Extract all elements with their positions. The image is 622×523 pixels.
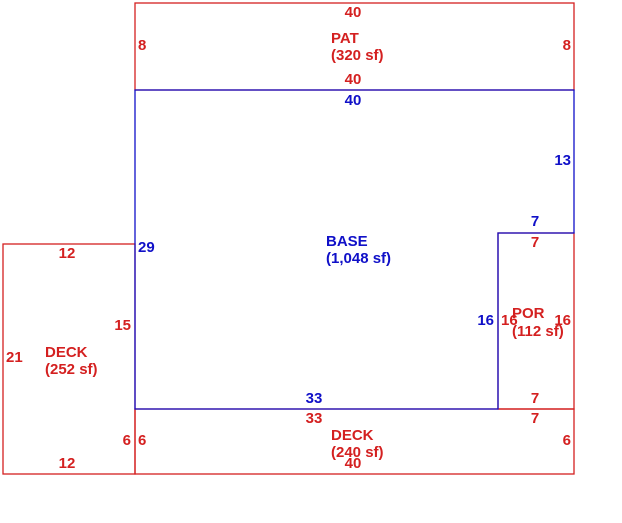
base-right-dimension: 13 <box>554 152 571 169</box>
deck-left-right-upper-dimension: 15 <box>114 317 131 334</box>
area-labels: PAT (320 sf) BASE (1,048 sf) POR (112 sf… <box>45 30 564 461</box>
deck-left-bottom-dimension: 12 <box>59 455 76 472</box>
deck-bottom-bottom-dimension: 40 <box>345 455 362 472</box>
dimension-labels: 40 8 8 40 40 13 7 29 16 33 7 16 16 7 12 … <box>6 4 571 472</box>
deck-left-right-lower-dimension: 6 <box>123 432 131 449</box>
por-right-dimension: 16 <box>554 312 571 329</box>
pat-bottom-dimension: 40 <box>345 71 362 88</box>
por-left-dimension: 16 <box>501 312 518 329</box>
deck-bottom-top-dimension: 33 <box>306 410 323 427</box>
deck-bottom-name: DECK <box>331 427 374 444</box>
por-bottom-dimension: 7 <box>531 390 539 407</box>
base-left-dimension: 29 <box>138 239 155 256</box>
pat-left-dimension: 8 <box>138 37 146 54</box>
base-step-top-dimension: 7 <box>531 213 539 230</box>
base-name: BASE <box>326 233 368 250</box>
deck-left-side-dimension: 21 <box>6 349 23 366</box>
por-area: (112 sf) <box>512 323 564 340</box>
por-top-dimension: 7 <box>531 234 539 251</box>
por-name: POR <box>512 305 545 322</box>
outlines <box>2 2 575 475</box>
base-outline[interactable] <box>134 89 575 410</box>
deck-bottom-area: (240 sf) <box>331 444 384 461</box>
deck-bottom-left-dimension: 6 <box>138 432 146 449</box>
pat-area: (320 sf) <box>331 47 384 64</box>
base-top-dimension: 40 <box>345 92 362 109</box>
pat-name: PAT <box>331 30 359 47</box>
pat-right-dimension: 8 <box>563 37 571 54</box>
deck-left-name: DECK <box>45 344 88 361</box>
base-bottom-dimension: 33 <box>306 390 323 407</box>
base-step-side-dimension: 16 <box>477 312 494 329</box>
deck-bottom-right-dimension: 6 <box>563 432 571 449</box>
deck-left-top-dimension: 12 <box>59 245 76 262</box>
pat-top-dimension: 40 <box>345 4 362 21</box>
base-area: (1,048 sf) <box>326 250 391 267</box>
deck-left-area: (252 sf) <box>45 361 98 378</box>
deck-bottom-top-right-dimension: 7 <box>531 410 539 427</box>
